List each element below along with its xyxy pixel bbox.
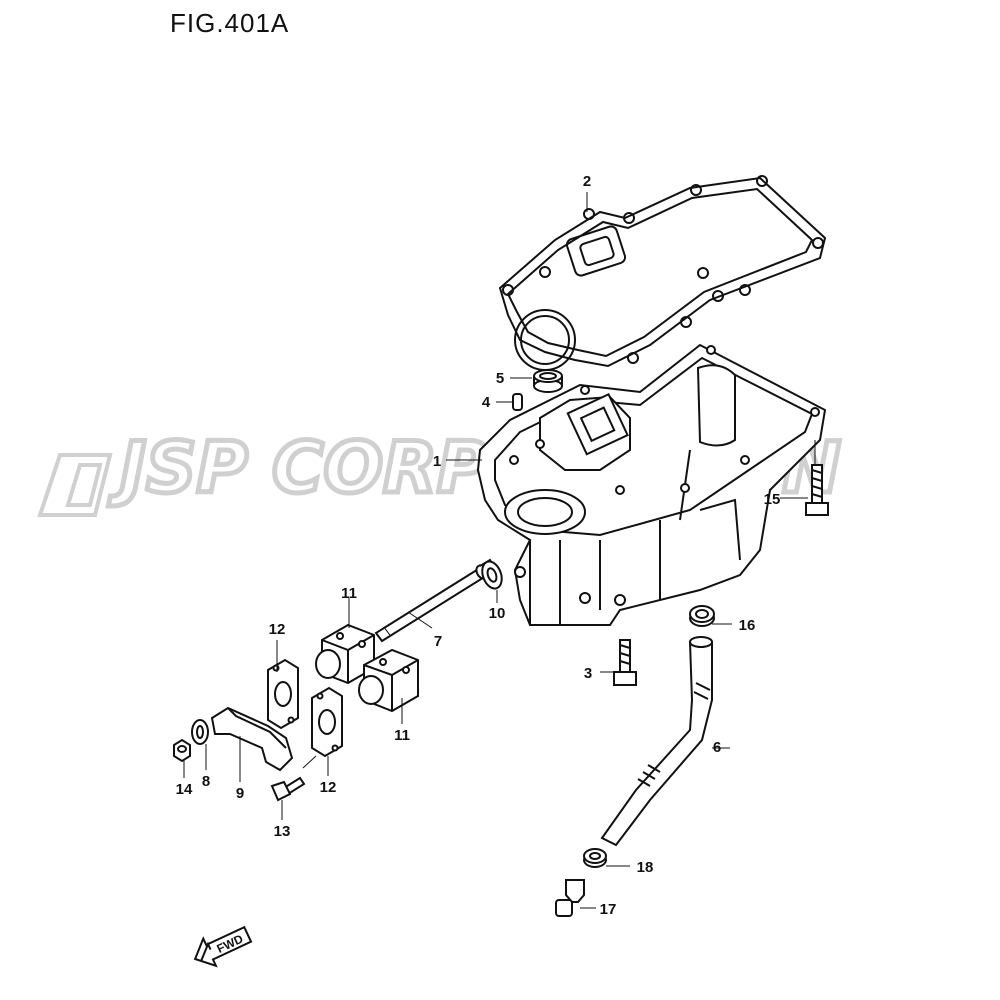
dowel-pin-part-4[interactable]	[512, 393, 523, 411]
callout-11-lower: 11	[394, 727, 410, 744]
bolt-part-15[interactable]	[805, 464, 829, 516]
bracket-part-9[interactable]	[210, 706, 294, 772]
callout-14: 14	[176, 781, 193, 798]
callout-12-upper: 12	[269, 621, 286, 638]
callout-3: 3	[584, 665, 592, 682]
callout-5: 5	[496, 370, 504, 387]
callout-7: 7	[434, 633, 442, 650]
callouts: 2 5 4 1 15 11 7 10 12 11 12 13 14 8 9 3 …	[176, 173, 781, 918]
callout-17: 17	[600, 901, 617, 918]
callout-12-lower: 12	[320, 779, 337, 796]
callout-6: 6	[713, 739, 721, 756]
callout-8: 8	[202, 773, 210, 790]
clip-part-18[interactable]	[583, 848, 607, 868]
callout-4: 4	[482, 394, 491, 411]
callout-11-upper: 11	[341, 585, 357, 602]
fwd-arrow: FWD	[193, 925, 253, 968]
plate-part-12-upper[interactable]	[267, 658, 299, 730]
callout-15: 15	[764, 491, 781, 508]
gasket-part-2[interactable]	[498, 175, 827, 371]
seal-part-5[interactable]	[533, 369, 563, 393]
clamp-part-16[interactable]	[689, 605, 715, 627]
mount-part-11-lower[interactable]	[358, 648, 419, 713]
figure-title: FIG.401A	[170, 8, 290, 38]
engine-holder-part-1[interactable]	[476, 343, 827, 626]
callout-13: 13	[274, 823, 291, 840]
callout-18: 18	[637, 859, 654, 876]
callout-1: 1	[433, 453, 441, 470]
callout-16: 16	[739, 617, 756, 634]
callout-2: 2	[583, 173, 591, 190]
fitting-part-17[interactable]	[555, 879, 585, 917]
leader-lines	[183, 192, 816, 909]
washer-part-10[interactable]	[479, 559, 505, 591]
bolt-part-3[interactable]	[613, 639, 637, 686]
callout-9: 9	[236, 785, 244, 802]
pipe-part-6[interactable]	[600, 636, 713, 847]
callout-10: 10	[489, 605, 506, 622]
nut-part-14[interactable]	[173, 738, 191, 763]
washer-part-8[interactable]	[191, 719, 209, 745]
bolt-part-7[interactable]	[374, 558, 498, 643]
bolt-part-13[interactable]	[270, 776, 306, 802]
plate-part-12-lower[interactable]	[311, 686, 343, 758]
